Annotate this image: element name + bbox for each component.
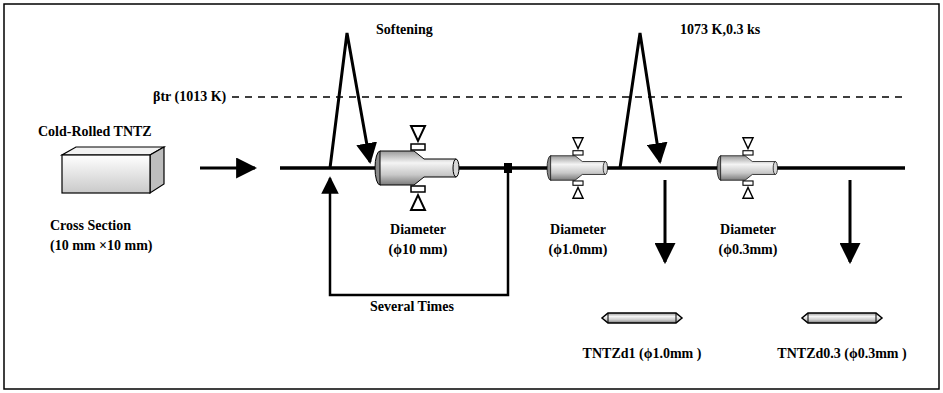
diameter-label: Diameter xyxy=(720,222,776,237)
transus-label: βtr (1013 K) xyxy=(150,89,229,104)
wire-sample xyxy=(802,313,882,323)
diameter-label: Diameter xyxy=(390,222,446,237)
diameter-label: (ϕ1.0mm) xyxy=(549,242,608,257)
feed-arrow xyxy=(200,167,255,170)
cold-rolled-block xyxy=(62,147,164,193)
swaging-icon xyxy=(717,138,777,198)
dimension-label: (10 mm ×10 mm) xyxy=(50,238,152,253)
swaging-icon xyxy=(375,126,459,210)
beta-transus-line xyxy=(232,96,905,98)
swaging-icon xyxy=(547,138,607,198)
loop-junction xyxy=(504,163,512,173)
sample-label: TNTZd0.3 (ϕ0.3mm ) xyxy=(777,346,906,361)
dimension-label: Cross Section xyxy=(50,218,131,233)
frame xyxy=(4,4,939,389)
material-label: Cold-Rolled TNTZ xyxy=(38,124,152,139)
wire-sample xyxy=(602,313,682,323)
softening-heat-cycle xyxy=(330,33,370,168)
sample-label: TNTZd1 (ϕ1.0mm ) xyxy=(583,346,702,361)
process-note: 1073 K,0.3 ks xyxy=(680,22,760,37)
output-arrow xyxy=(664,180,667,262)
process-note: Softening xyxy=(376,22,433,37)
anneal-heat-cycle xyxy=(620,33,660,168)
output-arrow xyxy=(849,180,852,262)
diameter-label: (ϕ10 mm) xyxy=(389,242,448,257)
diameter-label: (ϕ0.3mm) xyxy=(719,242,778,257)
diameter-label: Diameter xyxy=(550,222,606,237)
loop-label: Several Times xyxy=(370,299,454,314)
